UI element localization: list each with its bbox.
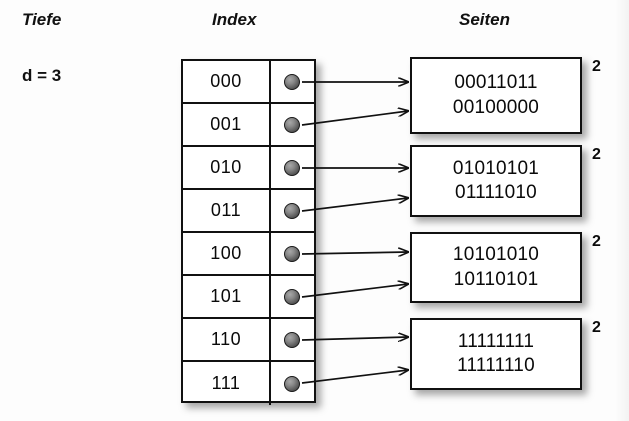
page-record: 11111110 [457,355,535,376]
index-directory-table: 000 001 010 011 100 101 110 111 [181,59,316,405]
canvas-edge-shading [615,0,629,421]
page-count-label: 2 [592,233,601,250]
pointer-dot-icon [284,159,300,176]
page-count-label: 2 [592,146,601,163]
page-record: 00011011 [454,72,538,94]
page-record: 00100000 [452,96,540,118]
index-row[interactable]: 111 [183,362,314,405]
page-box[interactable]: 11111111 11111110 [410,318,582,390]
index-row[interactable]: 100 [183,233,314,276]
index-row[interactable]: 010 [183,147,314,190]
index-key: 011 [183,190,271,231]
pointer-arrow [301,198,408,212]
index-pointer-cell[interactable] [271,233,314,274]
page-record: 10101010 [452,244,540,266]
index-row[interactable]: 101 [183,276,314,319]
index-column-header: Index [212,10,257,29]
pointer-dot-icon [284,245,300,262]
page-count-label: 2 [592,58,601,75]
index-row[interactable]: 110 [183,319,314,362]
index-key: 100 [183,233,271,274]
index-pointer-cell[interactable] [271,147,314,188]
index-row[interactable]: 011 [183,190,314,233]
page-box[interactable]: 10101010 10110101 [410,232,582,303]
pointer-dot-icon [284,73,300,90]
pointer-arrow [301,111,408,126]
index-row[interactable]: 001 [183,104,314,147]
pages-column-header: Seiten [459,10,511,29]
pointer-arrow [301,284,408,298]
index-pointer-cell[interactable] [271,276,314,317]
index-pointer-cell[interactable] [271,61,314,102]
index-key: 101 [183,276,271,317]
pointer-arrow [301,252,408,254]
depth-column-header: Tiefe [22,10,62,29]
index-pointer-cell[interactable] [271,104,314,145]
index-key: 111 [183,362,271,405]
page-record: 01111010 [455,182,537,203]
page-box[interactable]: 01010101 01111010 [410,145,582,217]
index-row[interactable]: 000 [183,61,314,104]
pointer-dot-icon [284,331,300,348]
index-key: 000 [183,61,271,102]
index-pointer-cell[interactable] [271,190,314,231]
page-box[interactable]: 00011011 00100000 [410,57,582,134]
page-count-label: 2 [592,319,601,336]
page-record: 11111111 [457,330,535,352]
page-record: 01010101 [452,157,540,179]
index-key: 010 [183,147,271,188]
pointer-dot-icon [284,288,300,305]
pointer-arrow [301,337,408,340]
pointer-dot-icon [284,375,300,392]
index-key: 001 [183,104,271,145]
index-pointer-cell[interactable] [271,362,314,405]
page-record: 10110101 [453,268,539,290]
pointer-dot-icon [284,116,300,133]
depth-value-label: d = 3 [22,66,62,85]
index-pointer-cell[interactable] [271,319,314,360]
index-key: 110 [183,319,271,360]
pointer-dot-icon [284,202,300,219]
pointer-arrow [301,370,408,384]
